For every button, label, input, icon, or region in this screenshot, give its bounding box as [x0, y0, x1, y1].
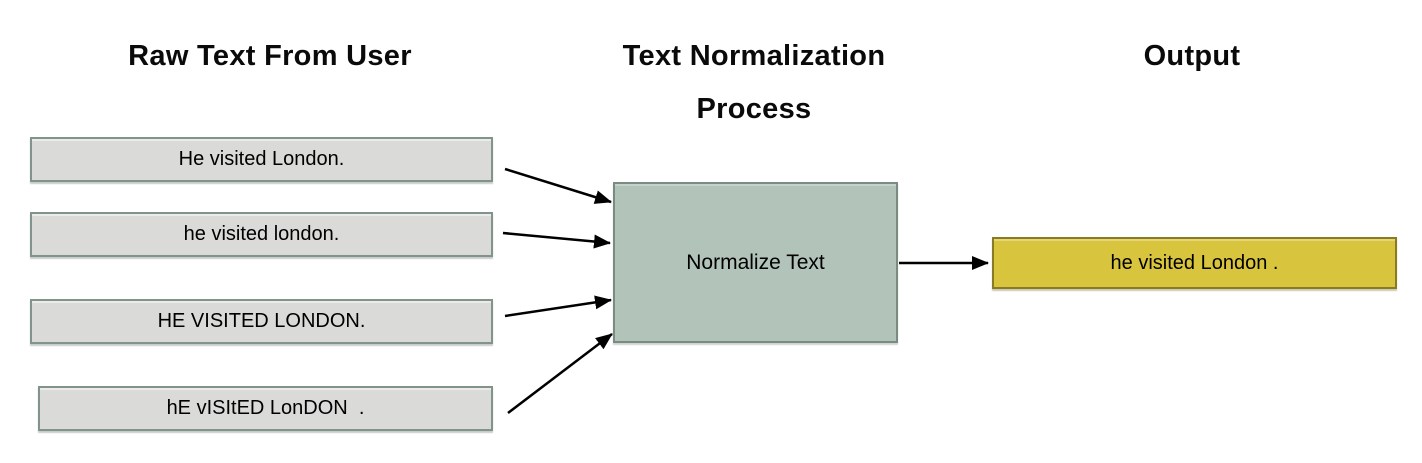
input-box-4: hE vISItED LonDON . [38, 386, 493, 431]
arrow-input-1-to-process [504, 167, 612, 204]
output-box: he visited London . [992, 237, 1397, 289]
process-box-label: Normalize Text [686, 250, 825, 274]
input-box-3: HE VISITED LONDON. [30, 299, 493, 344]
column-header-raw-text: Raw Text From User [128, 40, 412, 72]
input-box-1: He visited London. [30, 137, 493, 182]
arrow-input-4-to-process [507, 333, 613, 414]
arrow-input-2-to-process [502, 231, 611, 249]
output-box-label: he visited London . [1110, 251, 1279, 274]
process-box: Normalize Text [613, 182, 898, 343]
arrow-input-3-to-process [504, 295, 612, 318]
input-box-3-label: HE VISITED LONDON. [157, 310, 366, 332]
column-header-normalization-process: Text Normalization Process [622, 40, 886, 125]
input-box-2-label: he visited london. [183, 223, 340, 245]
column-header-output: Output [1143, 40, 1241, 72]
input-box-4-label: hE vISItED LonDON . [166, 397, 365, 419]
input-box-1-label: He visited London. [178, 148, 345, 170]
input-box-2: he visited london. [30, 212, 493, 257]
